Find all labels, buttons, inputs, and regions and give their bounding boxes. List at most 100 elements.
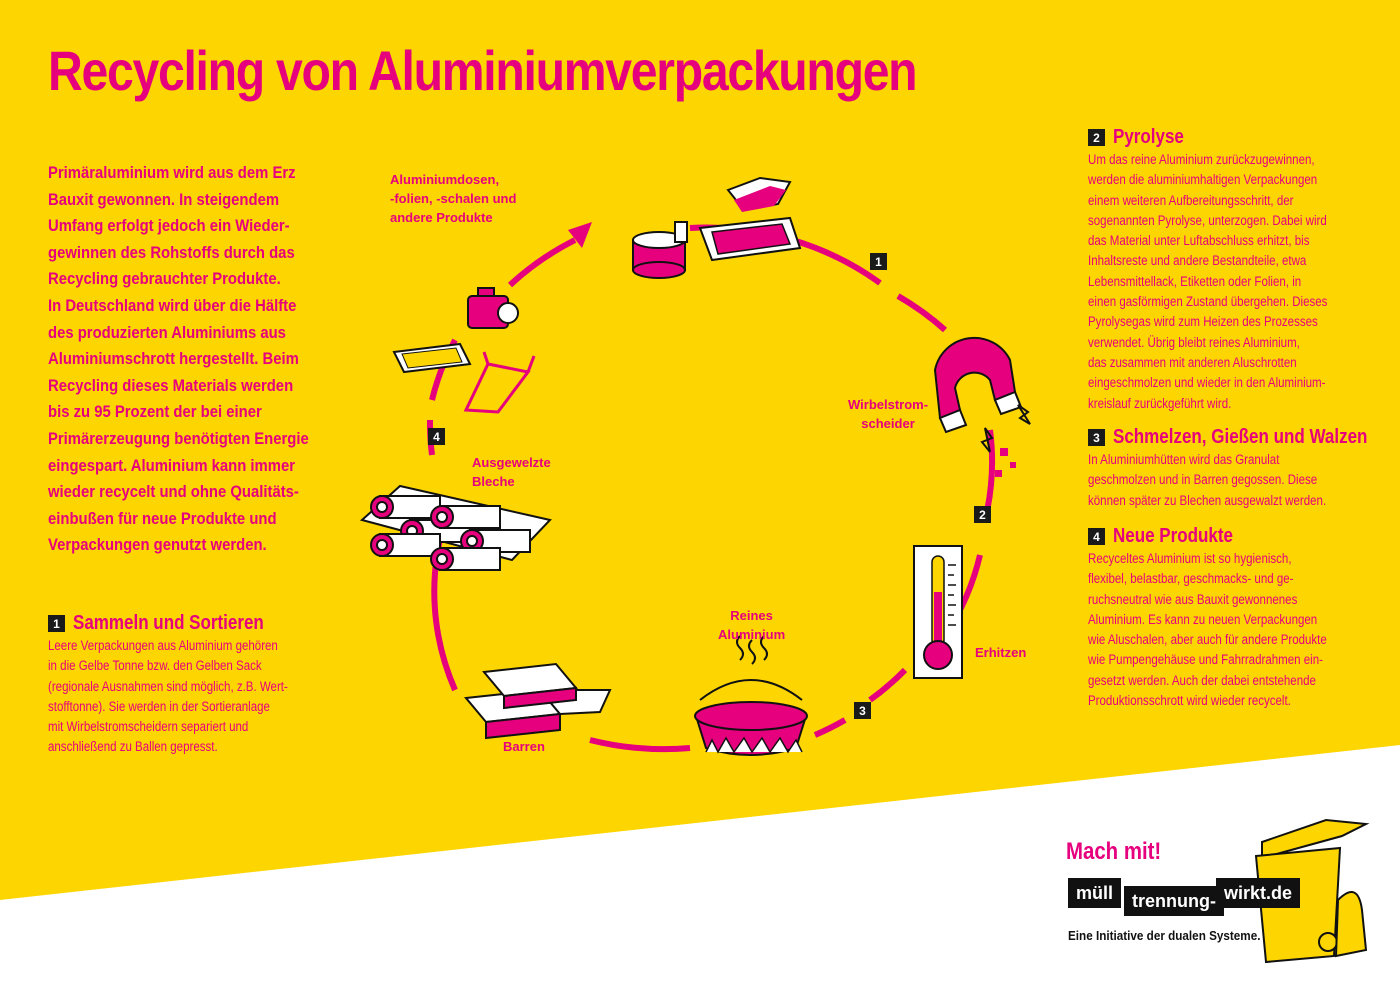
logo-word-trennung: trennung- — [1124, 886, 1224, 916]
section-new-products: 4 Neue Produkte Recyceltes Aluminium ist… — [1088, 525, 1388, 711]
label-line: scheider — [861, 416, 915, 431]
label-line: Aluminium — [718, 627, 786, 642]
label-line: Bleche — [472, 474, 515, 489]
cycle-step-1-badge: 1 — [870, 253, 887, 270]
section-line: einem weiteren Aufbereitungsschritt, der — [1088, 192, 1294, 208]
cycle-step-4-badge: 4 — [428, 428, 445, 445]
label-sheets: Ausgewelzte Bleche — [472, 453, 551, 491]
intro-line: In Deutschland wird über die Hälfte — [48, 296, 297, 315]
intro-line: Primärerzeugung benötigten Energie — [48, 429, 309, 448]
section-line: einen gasförmigen Zustand übergehen. Die… — [1088, 294, 1328, 310]
section-line: In Aluminiumhütten wird das Granulat — [1088, 452, 1280, 467]
label-line: Ausgewelzte — [472, 455, 551, 470]
section-line: stofftonne). Sie werden in der Sortieran… — [48, 698, 270, 714]
intro-line: Verpackungen genutzt werden. — [48, 536, 267, 555]
step-number-badge: 4 — [1088, 528, 1105, 545]
section-line: Inhaltsreste und andere Bestandteile, et… — [1088, 253, 1307, 269]
section-line: wie Aluschalen, aber auch für andere Pro… — [1088, 632, 1327, 648]
section-melt-cast-roll: 3 Schmelzen, Gießen und Walzen In Alumin… — [1088, 426, 1388, 511]
intro-line: einbußen für neue Produkte und — [48, 509, 277, 528]
pump-icon — [467, 287, 519, 329]
call-to-action: Mach mit! — [1066, 838, 1162, 865]
intro-line: Bauxit gewonnen. In steigendem — [48, 190, 280, 209]
section-title: Sammeln und Sortieren — [73, 612, 264, 634]
section-title: Neue Produkte — [1113, 525, 1233, 547]
section-pyrolysis: 2 Pyrolyse Um das reine Aluminium zurück… — [1088, 126, 1388, 414]
label-pure-aluminium: Reines Aluminium — [718, 606, 785, 644]
section-line: Um das reine Aluminium zurückzugewinnen, — [1088, 152, 1315, 167]
section-line: sogenannten Pyrolyse, unterzogen. Dabei … — [1088, 212, 1327, 228]
bicycle-frame-icon — [463, 351, 536, 414]
intro-line: Primäraluminium wird aus dem Erz — [48, 164, 296, 182]
section-line: Recyceltes Aluminium ist so hygienisch, — [1088, 551, 1292, 566]
cycle-arrowhead — [568, 222, 592, 248]
label-ingots: Barren — [503, 739, 545, 754]
logo-word-wirkt: wirkt.de — [1216, 878, 1301, 908]
section-body: Um das reine Aluminium zurückzugewinnen,… — [1088, 150, 1388, 414]
section-line: wie Pumpengehäuse und Fahrradrahmen ein- — [1088, 652, 1323, 668]
label-line: andere Produkte — [390, 210, 493, 225]
logo-word-muell: müll — [1068, 878, 1122, 908]
section-line: geschmolzen und in Barren gegossen. Dies… — [1088, 472, 1318, 488]
intro-line: bis zu 95 Prozent der bei einer — [48, 403, 262, 422]
label-heating: Erhitzen — [975, 645, 1027, 660]
section-body: Recyceltes Aluminium ist so hygienisch, … — [1088, 549, 1388, 711]
section-line: anschließend zu Ballen gepresst. — [48, 739, 218, 755]
section-body: In Aluminiumhütten wird das Granulat ges… — [1088, 450, 1388, 511]
section-line: in die Gelbe Tonne bzw. den Gelben Sack — [48, 658, 262, 674]
section-line: das zusammen mit anderen Aluschrotten — [1088, 354, 1297, 370]
ingots-icon — [464, 662, 612, 740]
intro-line: Aluminiumschrott hergestellt. Beim — [48, 350, 299, 369]
label-line: -folien, -schalen und — [390, 191, 517, 206]
step-number-badge: 3 — [1088, 429, 1105, 446]
intro-line: Umfang erfolgt jedoch ein Wieder- — [48, 217, 290, 236]
section-heading: 2 Pyrolyse — [1088, 126, 1388, 149]
section-line: verwendet. Übrig bleibt reines Aluminium… — [1088, 334, 1300, 350]
label-line: Aluminiumdosen, — [390, 172, 500, 187]
section-line: kreislauf zurückgeführt wird. — [1088, 395, 1232, 411]
section-line: (regionale Ausnahmen sind möglich, z.B. … — [48, 678, 288, 694]
intro-line: Recycling dieses Materials werden — [48, 376, 294, 395]
section-line: eingeschmolzen und wieder in den Alumini… — [1088, 375, 1326, 391]
magnet-icon — [933, 336, 1031, 477]
section-line: gesetzt werden. Auch der dabei entstehen… — [1088, 672, 1316, 688]
section-heading: 3 Schmelzen, Gießen und Walzen — [1088, 426, 1388, 449]
intro-line: des produzierten Aluminiums aus — [48, 323, 286, 342]
label-products: Aluminiumdosen, -folien, -schalen und an… — [390, 170, 516, 227]
section-body: Leere Verpackungen aus Aluminium gehören… — [48, 636, 348, 758]
intro-line: eingespart. Aluminium kann immer — [48, 456, 296, 475]
section-line: Aluminium. Es kann zu neuen Verpackungen — [1088, 611, 1318, 627]
section-line: Produktionsschrott wird wieder recycelt. — [1088, 693, 1291, 709]
new-tray-icon — [392, 342, 472, 374]
intro-line: Recycling gebrauchter Produkte. — [48, 270, 281, 289]
label-line: Wirbelstrom- — [848, 397, 929, 412]
sheet-rolls-icon — [359, 484, 552, 571]
page-title: Recycling von Aluminiumverpackungen — [48, 39, 918, 102]
section-collect-sort: 1 Sammeln und Sortieren Leere Verpackung… — [48, 612, 348, 758]
intro-line: gewinnen des Rohstoffs durch das — [48, 243, 295, 262]
thermometer-icon — [913, 545, 963, 679]
can-icon — [632, 221, 688, 279]
section-line: mit Wirbelstromscheidern separiert und — [48, 719, 249, 735]
melting-pot-icon — [694, 635, 808, 756]
section-line: das Material unter Luftabschluss erhitzt… — [1088, 233, 1310, 249]
label-eddy-current: Wirbelstrom- scheider — [848, 395, 928, 433]
section-line: ruchsneutral wie aus Bauxit gewonnenes — [1088, 591, 1298, 607]
section-line: können später zu Blechen ausgewalzt werd… — [1088, 492, 1327, 508]
section-heading: 1 Sammeln und Sortieren — [48, 612, 348, 635]
tagline: Eine Initiative der dualen Systeme. — [1068, 928, 1261, 943]
section-line: flexibel, belastbar, geschmacks- und ge- — [1088, 571, 1294, 587]
section-line: werden die aluminiumhaltigen Verpackunge… — [1088, 172, 1318, 188]
section-heading: 4 Neue Produkte — [1088, 525, 1388, 548]
label-line: Reines — [730, 608, 773, 623]
step-number-badge: 2 — [1088, 129, 1105, 146]
section-line: Pyrolysegas wird zum Heizen des Prozesse… — [1088, 314, 1318, 330]
section-title: Schmelzen, Gießen und Walzen — [1113, 426, 1368, 448]
cycle-step-2-badge: 2 — [974, 506, 991, 523]
intro-line: wieder recycelt und ohne Qualitäts- — [48, 483, 299, 502]
white-diagonal-band — [0, 745, 1400, 989]
step-number-badge: 1 — [48, 615, 65, 632]
section-line: Leere Verpackungen aus Aluminium gehören — [48, 638, 278, 653]
tray-icon — [698, 176, 802, 262]
